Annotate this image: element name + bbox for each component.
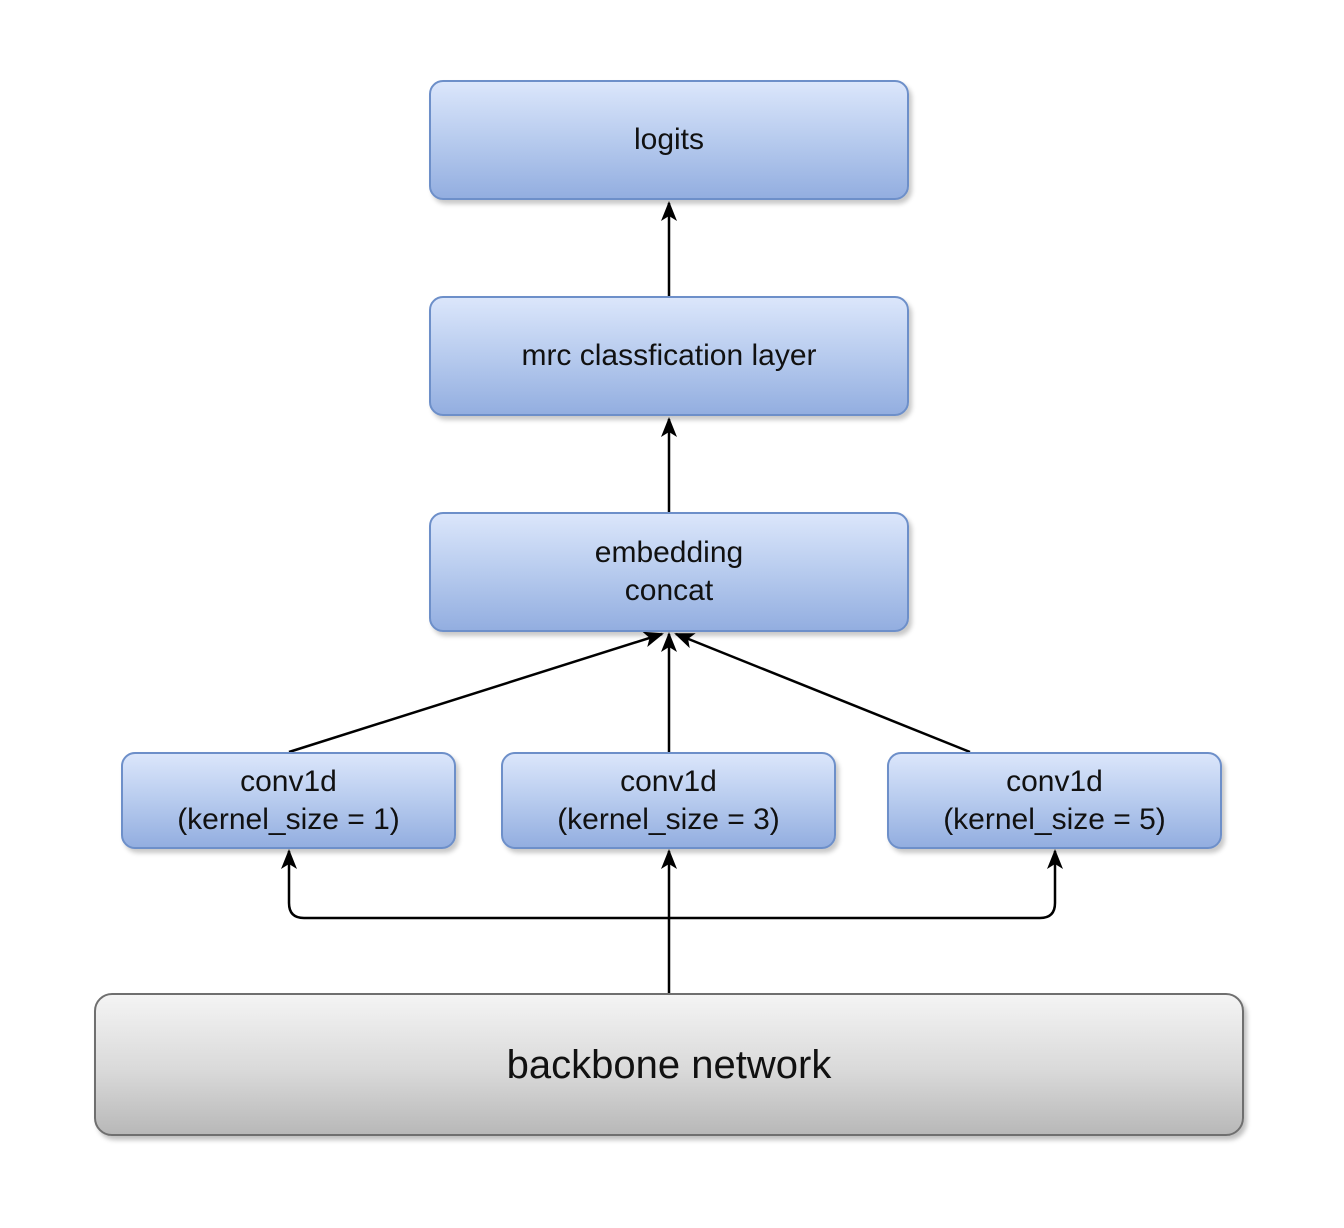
mrc-classification-layer-label: mrc classfication layer xyxy=(521,339,817,372)
edge-backbone-to-conv-k1 xyxy=(281,849,669,920)
backbone-network-label: backbone network xyxy=(506,1042,832,1087)
conv1d-k5-label: conv1d (kernel_size = 5) xyxy=(943,764,1166,836)
conv1d-k3-label: conv1d (kernel_size = 3) xyxy=(557,764,780,836)
mrc-classification-layer-node: mrc classfication layer xyxy=(429,296,909,416)
conv1d-k5-node: conv1d (kernel_size = 5) xyxy=(887,752,1222,849)
embedding-concat-label: embedding concat xyxy=(594,536,744,607)
edge-backbone-to-conv-k5 xyxy=(669,849,1063,920)
conv1d-k1-node: conv1d (kernel_size = 1) xyxy=(121,752,456,849)
backbone-network-node: backbone network xyxy=(94,993,1244,1136)
embedding-concat-node: embedding concat xyxy=(429,512,909,632)
conv1d-k3-node: conv1d (kernel_size = 3) xyxy=(501,752,836,849)
edge-conv-k1-to-concat xyxy=(288,631,664,754)
logits-node: logits xyxy=(429,80,909,200)
conv1d-k1-label: conv1d (kernel_size = 1) xyxy=(177,764,400,836)
edge-conv-k5-to-concat xyxy=(674,632,971,754)
logits-label: logits xyxy=(633,123,705,156)
